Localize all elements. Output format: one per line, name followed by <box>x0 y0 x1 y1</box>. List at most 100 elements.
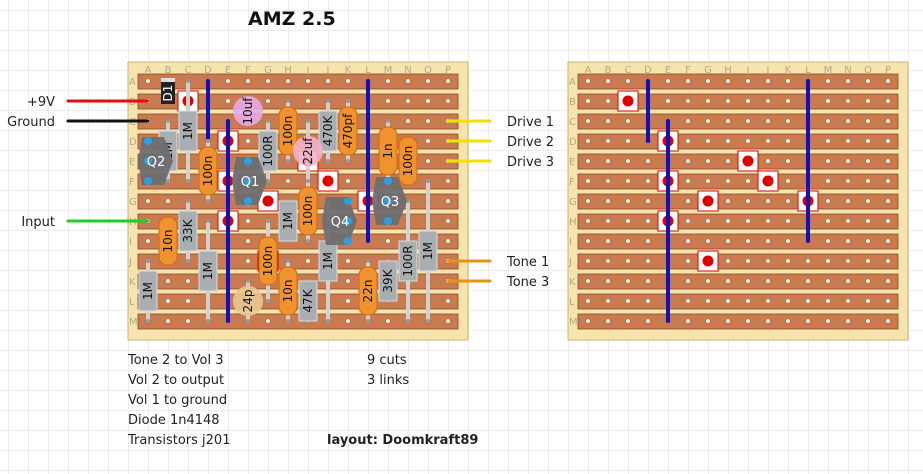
column-label: H <box>284 65 292 76</box>
strip-hole <box>685 318 691 324</box>
column-label: F <box>685 65 691 76</box>
column-label: B <box>165 65 172 76</box>
strip-hole <box>685 218 691 224</box>
strip-hole <box>665 78 671 84</box>
strip-hole <box>865 198 871 204</box>
strip-hole <box>185 278 191 284</box>
strip-hole <box>185 298 191 304</box>
strip-cut-dot <box>622 95 634 107</box>
lead-pad <box>326 159 330 163</box>
row-label: H <box>569 217 577 228</box>
strip-hole <box>825 198 831 204</box>
strip-hole <box>245 138 251 144</box>
component-value-label: 24p <box>241 290 255 313</box>
lead-pad <box>206 319 210 323</box>
strip-hole <box>765 298 771 304</box>
lead-pad <box>406 319 410 323</box>
component-value-label: 100n <box>401 146 415 177</box>
row-label: J <box>568 257 572 268</box>
strip-hole <box>425 98 431 104</box>
row-label: L <box>129 297 135 308</box>
strip-hole <box>725 158 731 164</box>
column-label: N <box>404 65 411 76</box>
strip-hole <box>865 278 871 284</box>
strip-hole <box>785 118 791 124</box>
strip-hole <box>305 98 311 104</box>
strip-hole <box>685 198 691 204</box>
strip-hole <box>765 218 771 224</box>
strip-hole <box>705 238 711 244</box>
lead-pad <box>286 159 290 163</box>
strip-hole <box>825 158 831 164</box>
strip-hole <box>745 138 751 144</box>
wire-label: Ground <box>7 115 55 130</box>
strip-hole <box>625 298 631 304</box>
strip-hole <box>625 318 631 324</box>
strip-hole <box>285 78 291 84</box>
component-value-label: 47K <box>301 288 315 312</box>
strip-hole <box>625 198 631 204</box>
strip-hole <box>245 78 251 84</box>
copper-strip <box>577 313 899 330</box>
strip-hole <box>685 178 691 184</box>
strip-hole <box>625 138 631 144</box>
strip-hole <box>765 158 771 164</box>
strip-hole <box>585 118 591 124</box>
column-label: H <box>724 65 732 76</box>
strip-hole <box>685 158 691 164</box>
strip-hole <box>785 318 791 324</box>
strip-hole <box>785 278 791 284</box>
strip-hole <box>725 318 731 324</box>
strip-cut-dot <box>762 175 774 187</box>
strip-hole <box>705 218 711 224</box>
strip-hole <box>745 278 751 284</box>
column-label: E <box>225 65 231 76</box>
lead-pad <box>206 199 210 203</box>
wire-label: Input <box>21 215 55 230</box>
transistor-pin <box>384 177 392 185</box>
strip-hole <box>765 258 771 264</box>
wire-label: Tone 1 <box>506 255 549 270</box>
lead-pad <box>146 319 150 323</box>
lead-pad <box>366 319 370 323</box>
strip-hole <box>765 118 771 124</box>
cuts-count: 9 cuts <box>367 353 407 368</box>
note-line: Diode 1n4148 <box>128 413 220 428</box>
component-value-label: 10n <box>161 230 175 253</box>
strip-hole <box>585 198 591 204</box>
strip-hole <box>665 98 671 104</box>
column-label: D <box>644 65 652 76</box>
strip-hole <box>745 118 751 124</box>
strip-hole <box>265 98 271 104</box>
strip-hole <box>865 178 871 184</box>
transistor-pin <box>144 137 152 145</box>
transistor <box>322 197 357 245</box>
capacitor <box>278 106 298 156</box>
component-value-label: 1n <box>381 143 395 158</box>
strip-hole <box>325 78 331 84</box>
copper-strip <box>137 233 459 250</box>
copper-strip <box>577 273 899 290</box>
strip-hole <box>725 198 731 204</box>
strip-hole <box>225 98 231 104</box>
strip-hole <box>785 298 791 304</box>
component-value-label: 10n <box>281 280 295 303</box>
lead-pad <box>246 279 250 283</box>
strip-cut-dot <box>322 175 334 187</box>
column-label: O <box>424 65 432 76</box>
strip-hole <box>705 78 711 84</box>
strip-hole <box>765 138 771 144</box>
row-label: E <box>129 157 135 168</box>
strip-hole <box>245 258 251 264</box>
column-label: P <box>445 65 451 76</box>
transistor-pin <box>244 197 252 205</box>
lead-pad <box>246 319 250 323</box>
strip-cut-dot <box>702 255 714 267</box>
strip-hole <box>585 158 591 164</box>
capacitor <box>398 136 418 186</box>
transistor-pin <box>344 197 352 205</box>
lead-pad <box>186 79 190 83</box>
strip-hole <box>185 318 191 324</box>
strip-hole <box>645 158 651 164</box>
